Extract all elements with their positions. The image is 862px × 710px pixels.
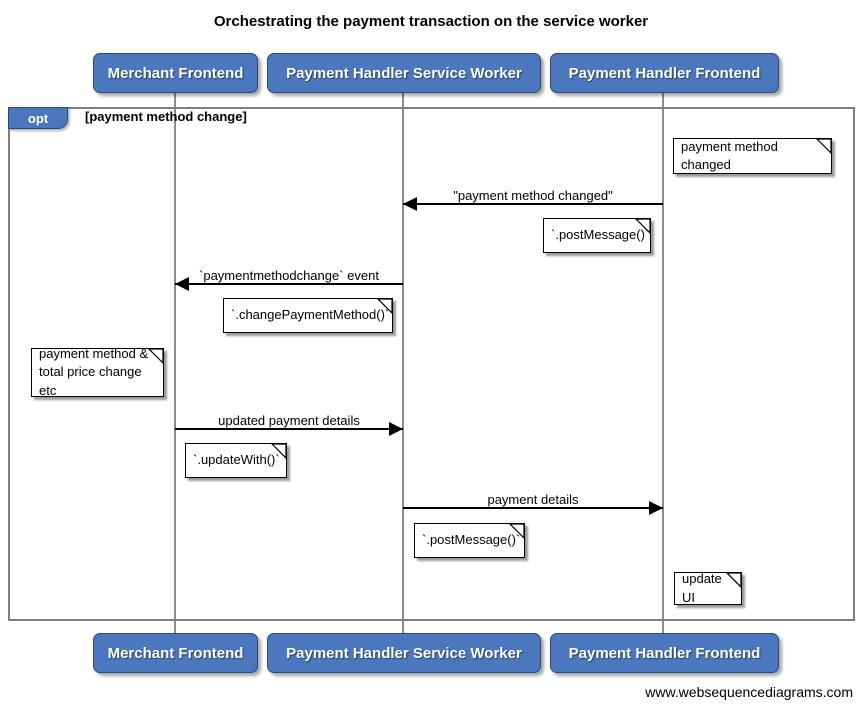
- note-changepaymentmethod: `.changePaymentMethod()`: [223, 298, 393, 333]
- arrowhead-left-icon: [403, 197, 417, 211]
- actor-merchant-frontend-bottom: Merchant Frontend: [93, 633, 258, 673]
- note-fold-icon: [377, 298, 393, 314]
- note-text: `.postMessage()`: [422, 532, 521, 548]
- message-label-payment-method-changed: "payment method changed": [453, 188, 613, 203]
- message-line: [175, 428, 403, 430]
- actor-label: Payment Handler Service Worker: [286, 64, 522, 82]
- note-postmessage-2: `.postMessage()`: [414, 523, 525, 558]
- message-label-payment-details: payment details: [487, 492, 579, 507]
- message-label-updated-payment-details: updated payment details: [218, 413, 360, 428]
- note-fold-icon: [635, 218, 651, 234]
- note-text: payment method & total price change etc: [39, 346, 149, 398]
- opt-fragment-tab: opt: [8, 107, 68, 129]
- actor-merchant-frontend-top: Merchant Frontend: [93, 53, 258, 93]
- note-postmessage-1: `.postMessage()`: [543, 218, 651, 253]
- actor-label: Merchant Frontend: [107, 644, 244, 662]
- arrowhead-right-icon: [389, 422, 403, 436]
- note-updatewith: `.updateWith()`: [185, 443, 287, 478]
- opt-fragment-condition: [payment method change]: [85, 109, 247, 124]
- actor-payment-handler-service-worker-top: Payment Handler Service Worker: [267, 53, 541, 93]
- actor-payment-handler-service-worker-bottom: Payment Handler Service Worker: [267, 633, 541, 673]
- message-label-paymentmethodchange-event: `paymentmethodchange` event: [199, 268, 379, 283]
- note-fold-icon: [816, 138, 832, 154]
- note-payment-method-changed: payment method changed: [673, 138, 832, 174]
- note-text: `.postMessage()`: [551, 227, 650, 243]
- note-fold-icon: [271, 443, 287, 459]
- actor-label: Payment Handler Frontend: [568, 644, 761, 662]
- note-text: `.changePaymentMethod()`: [231, 307, 390, 323]
- diagram-title: Orchestrating the payment transaction on…: [213, 13, 649, 30]
- message-line: [175, 283, 403, 285]
- note-fold-icon: [726, 572, 742, 588]
- arrowhead-left-icon: [175, 277, 189, 291]
- actor-label: Payment Handler Service Worker: [286, 644, 522, 662]
- note-fold-icon: [148, 348, 164, 364]
- note-update-ui: update UI: [674, 571, 742, 605]
- websequencediagrams-watermark: www.websequencediagrams.com: [645, 684, 853, 700]
- note-fold-icon: [509, 523, 525, 539]
- lifeline-payment-handler-service-worker: [402, 91, 404, 633]
- arrowhead-right-icon: [649, 501, 663, 515]
- message-line: [403, 507, 663, 509]
- opt-fragment-frame: [8, 107, 855, 621]
- actor-label: Payment Handler Frontend: [568, 64, 761, 82]
- lifeline-merchant-frontend: [174, 91, 176, 633]
- note-text: payment method changed: [681, 138, 778, 172]
- note-payment-method-total-price: payment method & total price change etc: [31, 346, 164, 398]
- note-text: `.updateWith()`: [193, 452, 280, 468]
- actor-payment-handler-frontend-top: Payment Handler Frontend: [550, 53, 779, 93]
- actor-payment-handler-frontend-bottom: Payment Handler Frontend: [550, 633, 779, 673]
- message-line: [403, 203, 663, 205]
- actor-label: Merchant Frontend: [107, 64, 244, 82]
- note-text: update UI: [682, 571, 722, 605]
- lifeline-payment-handler-frontend: [662, 91, 664, 633]
